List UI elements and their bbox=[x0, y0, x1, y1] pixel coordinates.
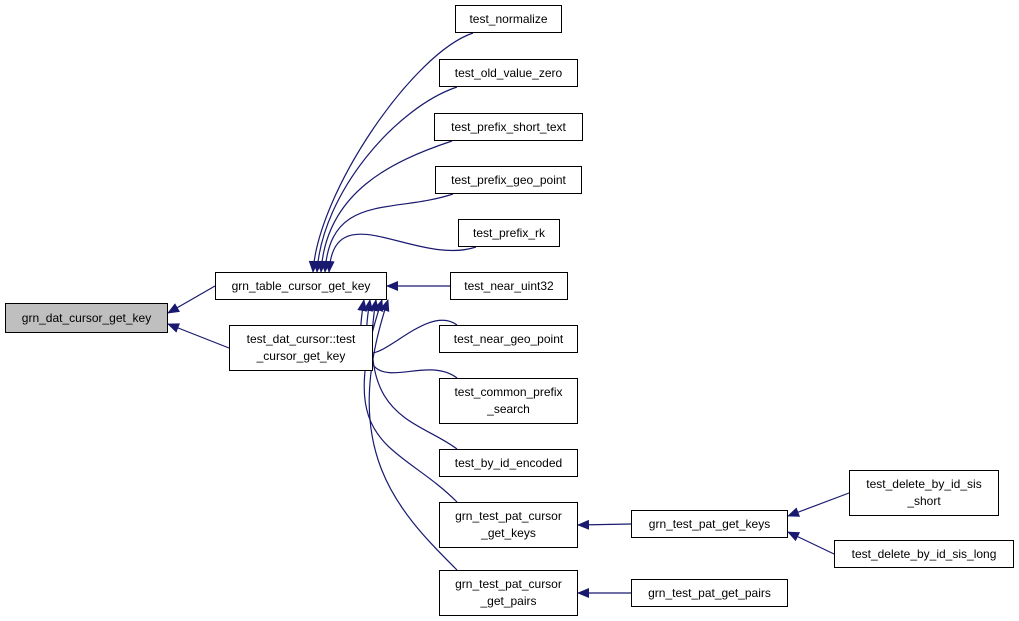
node-dat-cursor-test[interactable]: test_dat_cursor::test _cursor_get_key bbox=[229, 325, 373, 371]
node-table-cursor[interactable]: grn_table_cursor_get_key bbox=[215, 272, 387, 300]
edge-old_value_zero-to-table_cursor bbox=[312, 86, 458, 273]
node-normalize[interactable]: test_normalize bbox=[455, 5, 562, 33]
node-pat-get-keys[interactable]: grn_test_pat_get_keys bbox=[631, 510, 788, 538]
node-root[interactable]: grn_dat_cursor_get_key bbox=[5, 303, 168, 333]
node-pat-cursor-pairs[interactable]: grn_test_pat_cursor _get_pairs bbox=[439, 570, 578, 616]
node-prefix-short-text[interactable]: test_prefix_short_text bbox=[434, 113, 583, 141]
node-pat-get-pairs[interactable]: grn_test_pat_get_pairs bbox=[631, 579, 788, 607]
edge-prefix_rk-to-table_cursor bbox=[324, 233, 477, 273]
node-near-uint32[interactable]: test_near_uint32 bbox=[450, 272, 568, 300]
edge-pat_get_keys-to-pat_cursor_keys bbox=[577, 519, 632, 530]
edge-by_id_encoded-to-table_cursor bbox=[369, 299, 458, 450]
edge-table_cursor-to-root bbox=[167, 285, 216, 314]
node-delete-short[interactable]: test_delete_by_id_sis _short bbox=[849, 470, 999, 516]
node-pat-cursor-keys[interactable]: grn_test_pat_cursor _get_keys bbox=[439, 502, 578, 548]
node-prefix-geo-point[interactable]: test_prefix_geo_point bbox=[435, 166, 582, 194]
edge-delete_long-to-pat_get_keys bbox=[787, 531, 835, 555]
edge-pat_cursor_pairs-to-table_cursor bbox=[368, 299, 458, 571]
node-prefix-rk[interactable]: test_prefix_rk bbox=[458, 219, 560, 247]
edge-dat_cursor_test-to-root bbox=[167, 323, 230, 349]
edge-prefix_short_text-to-table_cursor bbox=[316, 140, 453, 273]
node-delete-long[interactable]: test_delete_by_id_sis_long bbox=[834, 540, 1014, 568]
node-common-prefix[interactable]: test_common_prefix _search bbox=[439, 378, 578, 424]
node-near-geo-point[interactable]: test_near_geo_point bbox=[439, 325, 578, 353]
edge-delete_short-to-pat_get_keys bbox=[787, 492, 850, 517]
node-by-id-encoded[interactable]: test_by_id_encoded bbox=[439, 449, 578, 477]
node-old-value-zero[interactable]: test_old_value_zero bbox=[439, 59, 578, 87]
edge-normalize-to-table_cursor bbox=[308, 32, 474, 273]
edge-prefix_geo_point-to-table_cursor bbox=[320, 193, 454, 273]
